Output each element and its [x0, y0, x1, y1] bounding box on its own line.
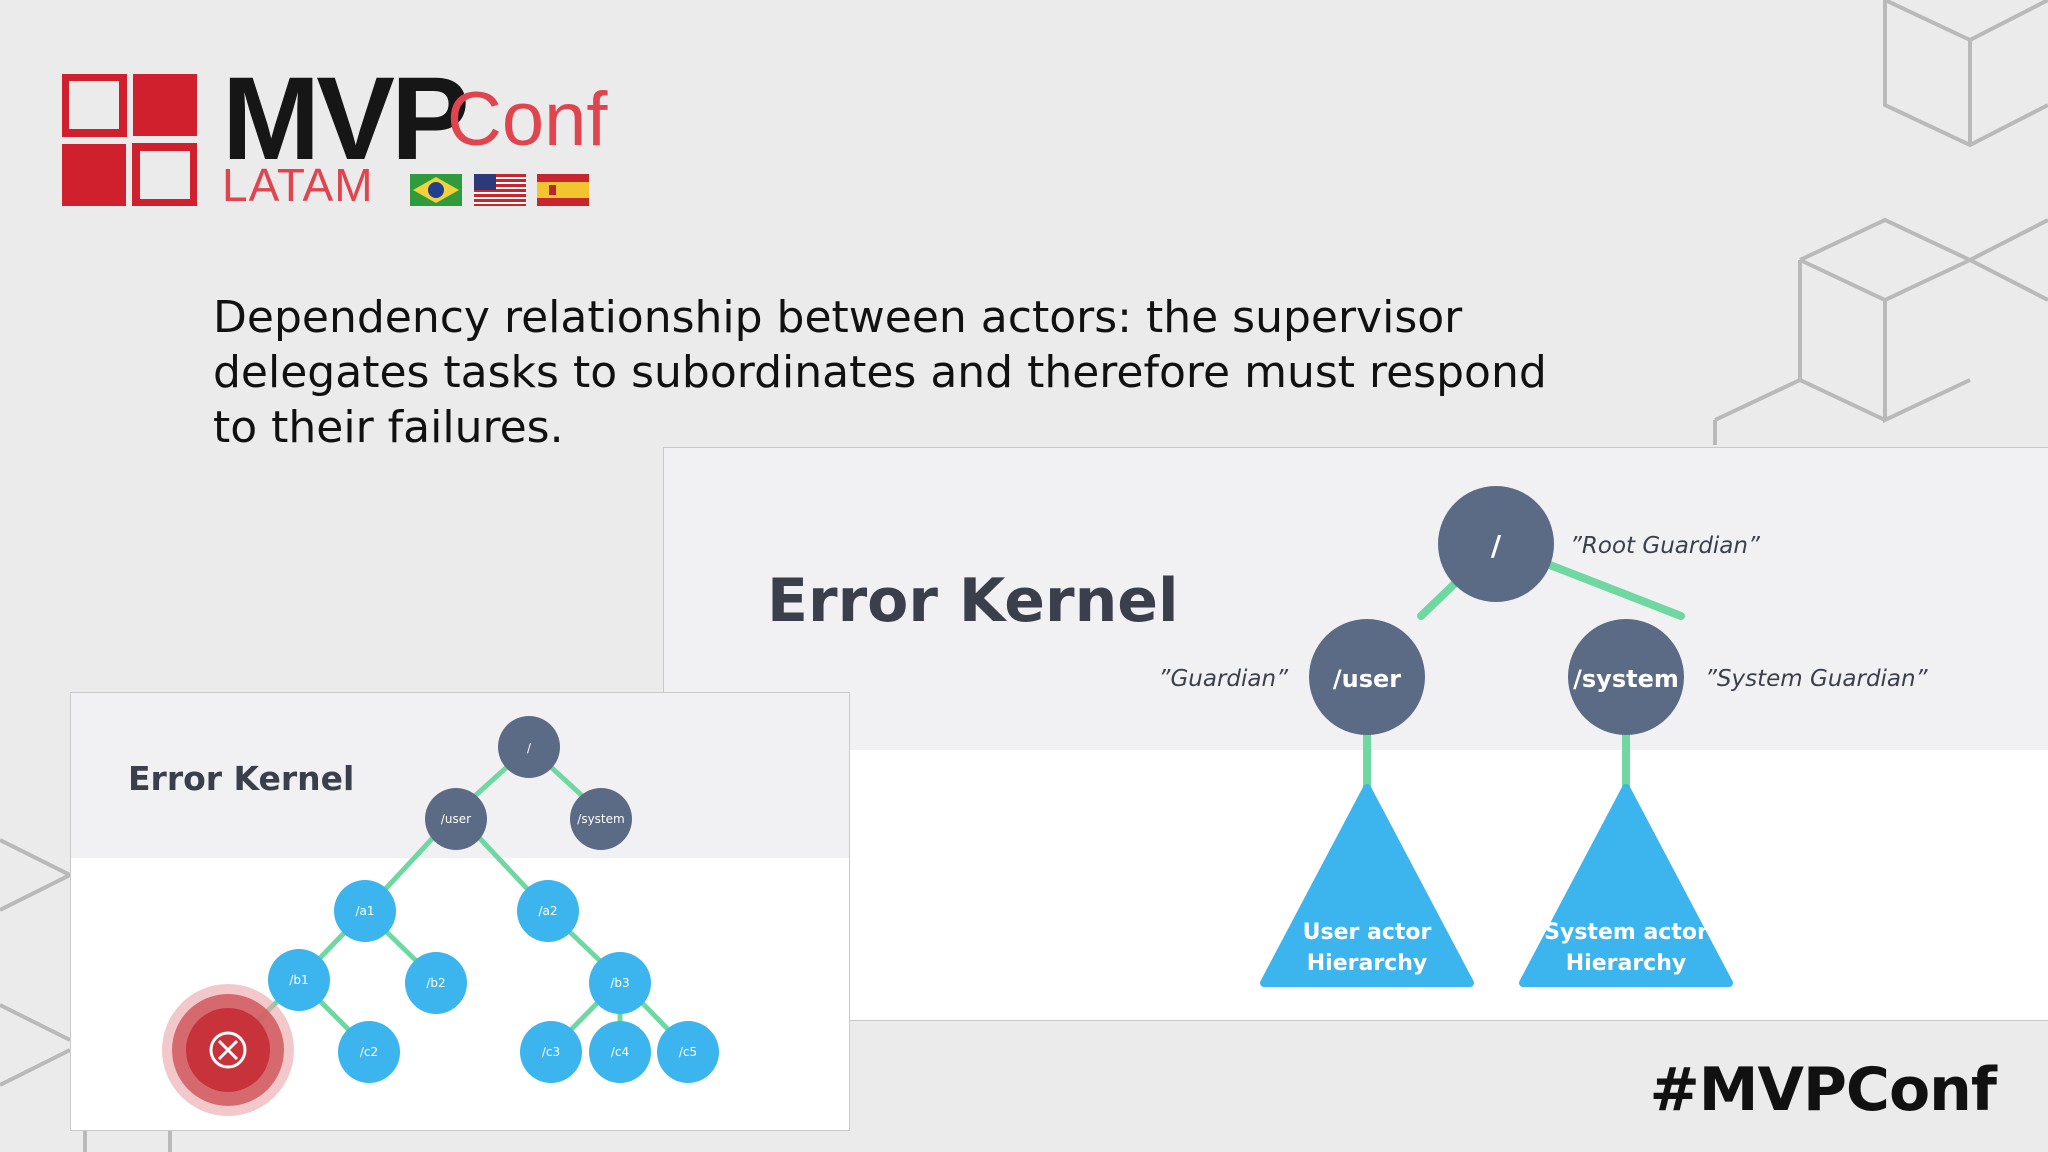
node-root	[498, 716, 560, 778]
system-hierarchy-line2: Hierarchy	[1566, 951, 1686, 976]
user-hierarchy-line2: Hierarchy	[1307, 951, 1427, 976]
node-a2-label: /a2	[538, 904, 557, 918]
node-c4	[589, 1021, 651, 1083]
system-caption: ”System Guardian”	[1705, 666, 1929, 692]
actor-hierarchy-diagram: / /user /system ”Root Guardian” ”Guardia…	[1159, 486, 1929, 987]
error-kernel-slide-large: Error Kernel / /user /system ”Root Guard…	[663, 447, 2048, 1021]
node-c5-label: /c5	[679, 1045, 697, 1059]
node-c4-label: /c4	[611, 1045, 629, 1059]
logo-brand: MVP	[222, 53, 470, 185]
close-icon	[209, 1031, 247, 1069]
node-c5	[657, 1021, 719, 1083]
failure-tree-diagram: / /user /system /a1 /a2 /b1 /b2 /b3 /c2 …	[162, 716, 719, 1116]
node-user-label: /user	[441, 812, 471, 826]
system-guardian-node	[1568, 619, 1684, 735]
node-c2	[338, 1021, 400, 1083]
hashtag: #MVPConf	[1649, 1055, 1997, 1125]
logo-brand-suffix: Conf	[447, 77, 608, 162]
system-hierarchy-line1: System actor	[1544, 920, 1708, 945]
root-node-label: /	[1491, 529, 1502, 562]
system-hierarchy-triangle	[1519, 784, 1733, 987]
node-c3	[520, 1021, 582, 1083]
error-kernel-slide-small: Error Kernel	[70, 692, 850, 1131]
slide-title: Error Kernel	[128, 759, 355, 798]
node-a2	[517, 880, 579, 942]
node-b3	[589, 952, 651, 1014]
node-b3-label: /b3	[610, 976, 629, 990]
user-hierarchy-triangle	[1260, 784, 1474, 987]
user-node-label: /user	[1333, 665, 1401, 693]
node-b1	[268, 949, 330, 1011]
system-node-label: /system	[1573, 665, 1679, 693]
node-b1-label: /b1	[289, 973, 308, 987]
node-system-label: /system	[577, 812, 624, 826]
node-b2-label: /b2	[426, 976, 445, 990]
logo-region: LATAM	[222, 159, 374, 211]
failed-actor-node	[162, 984, 294, 1116]
node-c3-label: /c3	[542, 1045, 560, 1059]
node-a1-label: /a1	[355, 904, 374, 918]
node-root-label: /	[527, 741, 532, 755]
mvpconf-logo: MVP Conf LATAM	[62, 60, 622, 220]
node-system	[570, 788, 632, 850]
user-guardian-node	[1309, 619, 1425, 735]
description-text: Dependency relationship between actors: …	[213, 292, 1547, 453]
node-b2	[405, 952, 467, 1014]
usa-flag-icon	[474, 174, 526, 206]
user-caption: ”Guardian”	[1159, 666, 1290, 692]
node-c2-label: /c2	[360, 1045, 378, 1059]
root-caption: ”Root Guardian”	[1570, 533, 1761, 559]
node-user	[425, 788, 487, 850]
spain-flag-icon	[537, 174, 589, 206]
root-guardian-node	[1438, 486, 1554, 602]
logo-squares-icon	[62, 74, 197, 206]
node-a1	[334, 880, 396, 942]
slide-title: Error Kernel	[767, 566, 1179, 636]
brazil-flag-icon	[410, 174, 462, 206]
user-hierarchy-line1: User actor	[1303, 920, 1432, 945]
